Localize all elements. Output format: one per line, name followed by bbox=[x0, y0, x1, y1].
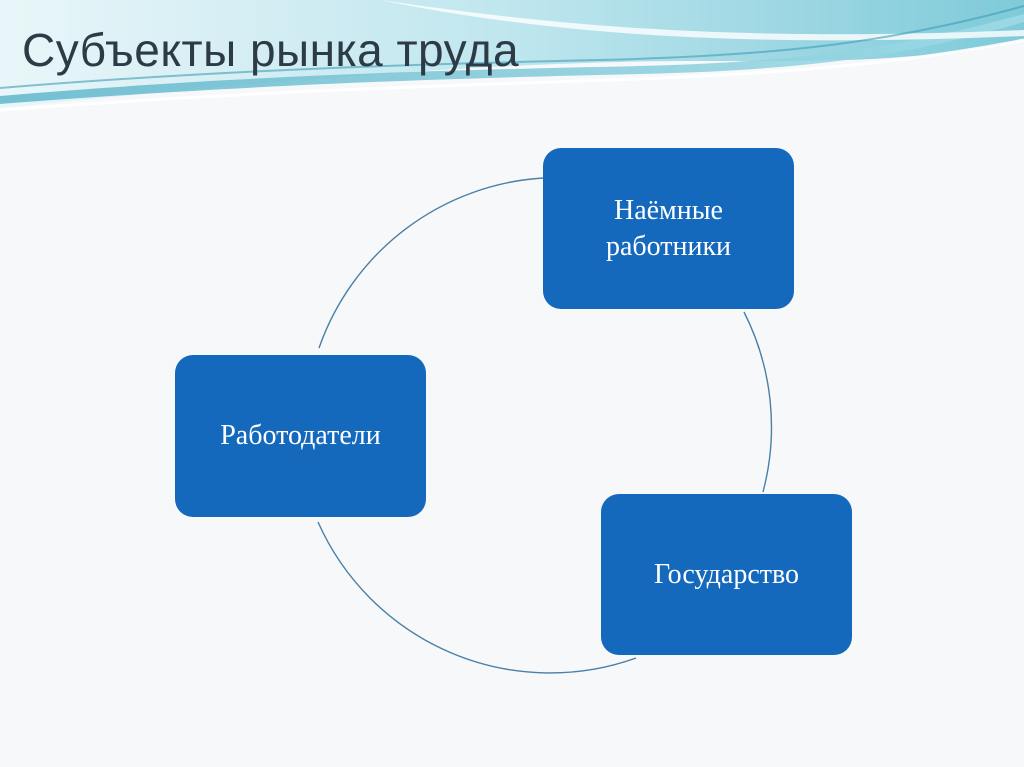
header-wave-decoration bbox=[0, 0, 1024, 112]
connector-employers-to-workers bbox=[318, 177, 544, 349]
node-state-label: Государство bbox=[653, 558, 800, 590]
connector-workers-to-state bbox=[743, 311, 773, 493]
node-hired-workers-label-line1: Наёмные bbox=[613, 194, 723, 226]
node-employers: Работодатели bbox=[175, 355, 426, 517]
node-hired-workers: Наёмные работники bbox=[543, 148, 794, 309]
node-employers-label: Работодатели bbox=[220, 420, 381, 451]
slide-title: Субъекты рынка труда bbox=[22, 24, 520, 76]
connector-state-to-employers bbox=[317, 521, 637, 674]
node-state: Государство bbox=[601, 494, 852, 655]
node-hired-workers-label-line2: работники bbox=[605, 230, 732, 262]
